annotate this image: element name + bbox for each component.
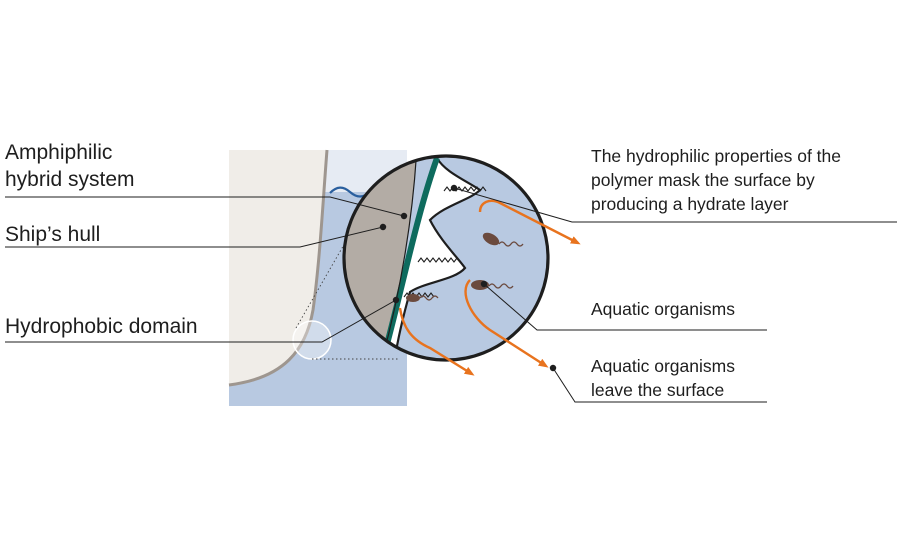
aquatic-organism-1: [482, 232, 524, 247]
leader-aquatic-organisms: [483, 283, 767, 331]
label-line: Amphiphilic: [5, 141, 113, 164]
leader-hydrophobic: [5, 299, 397, 343]
organism-body: [406, 294, 420, 302]
organism-flagellum: [488, 283, 514, 289]
organism-flagellum: [419, 295, 439, 301]
hull-edge-line: [228, 149, 329, 387]
magnifier-border: [342, 154, 550, 362]
hydrate-layer: [380, 158, 480, 360]
label-line: producing a hydrate layer: [591, 194, 789, 214]
label-hydrophobic-domain: Hydrophobic domain: [5, 315, 198, 338]
hull-surface-line: [369, 156, 419, 360]
label-aquatic-organisms: Aquatic organisms: [591, 299, 735, 319]
organism-body: [482, 232, 500, 246]
leader-organisms-leave: [552, 367, 767, 403]
dot-amphiphilic: [400, 212, 408, 220]
dot-aquatic-organism: [480, 280, 488, 288]
label-line: leave the surface: [591, 380, 725, 400]
leader-dots: [379, 184, 557, 372]
label-aquatic-organisms-leave: Aquatic organisms leave the surface: [591, 354, 735, 402]
leader-hydrophilic-note: [453, 187, 897, 223]
dot-hydrophilic: [450, 184, 458, 192]
dot-ships-hull: [379, 223, 387, 231]
leave-arrows: [398, 199, 581, 376]
organism-flagellum: [498, 241, 524, 247]
leader-lines: [5, 187, 897, 403]
magnified-view: [342, 154, 550, 362]
label-amphiphilic-hybrid-system: Amphiphilic hybrid system: [5, 139, 135, 193]
leave-arrow-upper: [478, 199, 581, 245]
polymer-chain-middle: [417, 257, 461, 263]
label-line: polymer mask the surface by: [591, 170, 815, 190]
dot-organisms-leave: [549, 364, 557, 372]
leave-arrow-middle: [464, 279, 549, 368]
label-line: hybrid system: [5, 168, 135, 191]
label-hydrophilic-properties: The hydrophilic properties of the polyme…: [591, 144, 841, 216]
label-line: Aquatic organisms: [591, 356, 735, 376]
leader-ships-hull: [5, 226, 384, 248]
label-line: The hydrophilic properties of the: [591, 146, 841, 166]
polymer-chain-upper: [443, 186, 487, 192]
zoom-guide-upper: [295, 195, 373, 329]
label-ships-hull: Ship’s hull: [5, 223, 101, 246]
leader-amphiphilic: [5, 196, 405, 217]
aquatic-organism-3: [406, 294, 439, 302]
leave-arrow-lower: [398, 307, 475, 376]
ships-hull-shape: [229, 150, 327, 385]
dot-hydrophobic: [392, 296, 400, 304]
